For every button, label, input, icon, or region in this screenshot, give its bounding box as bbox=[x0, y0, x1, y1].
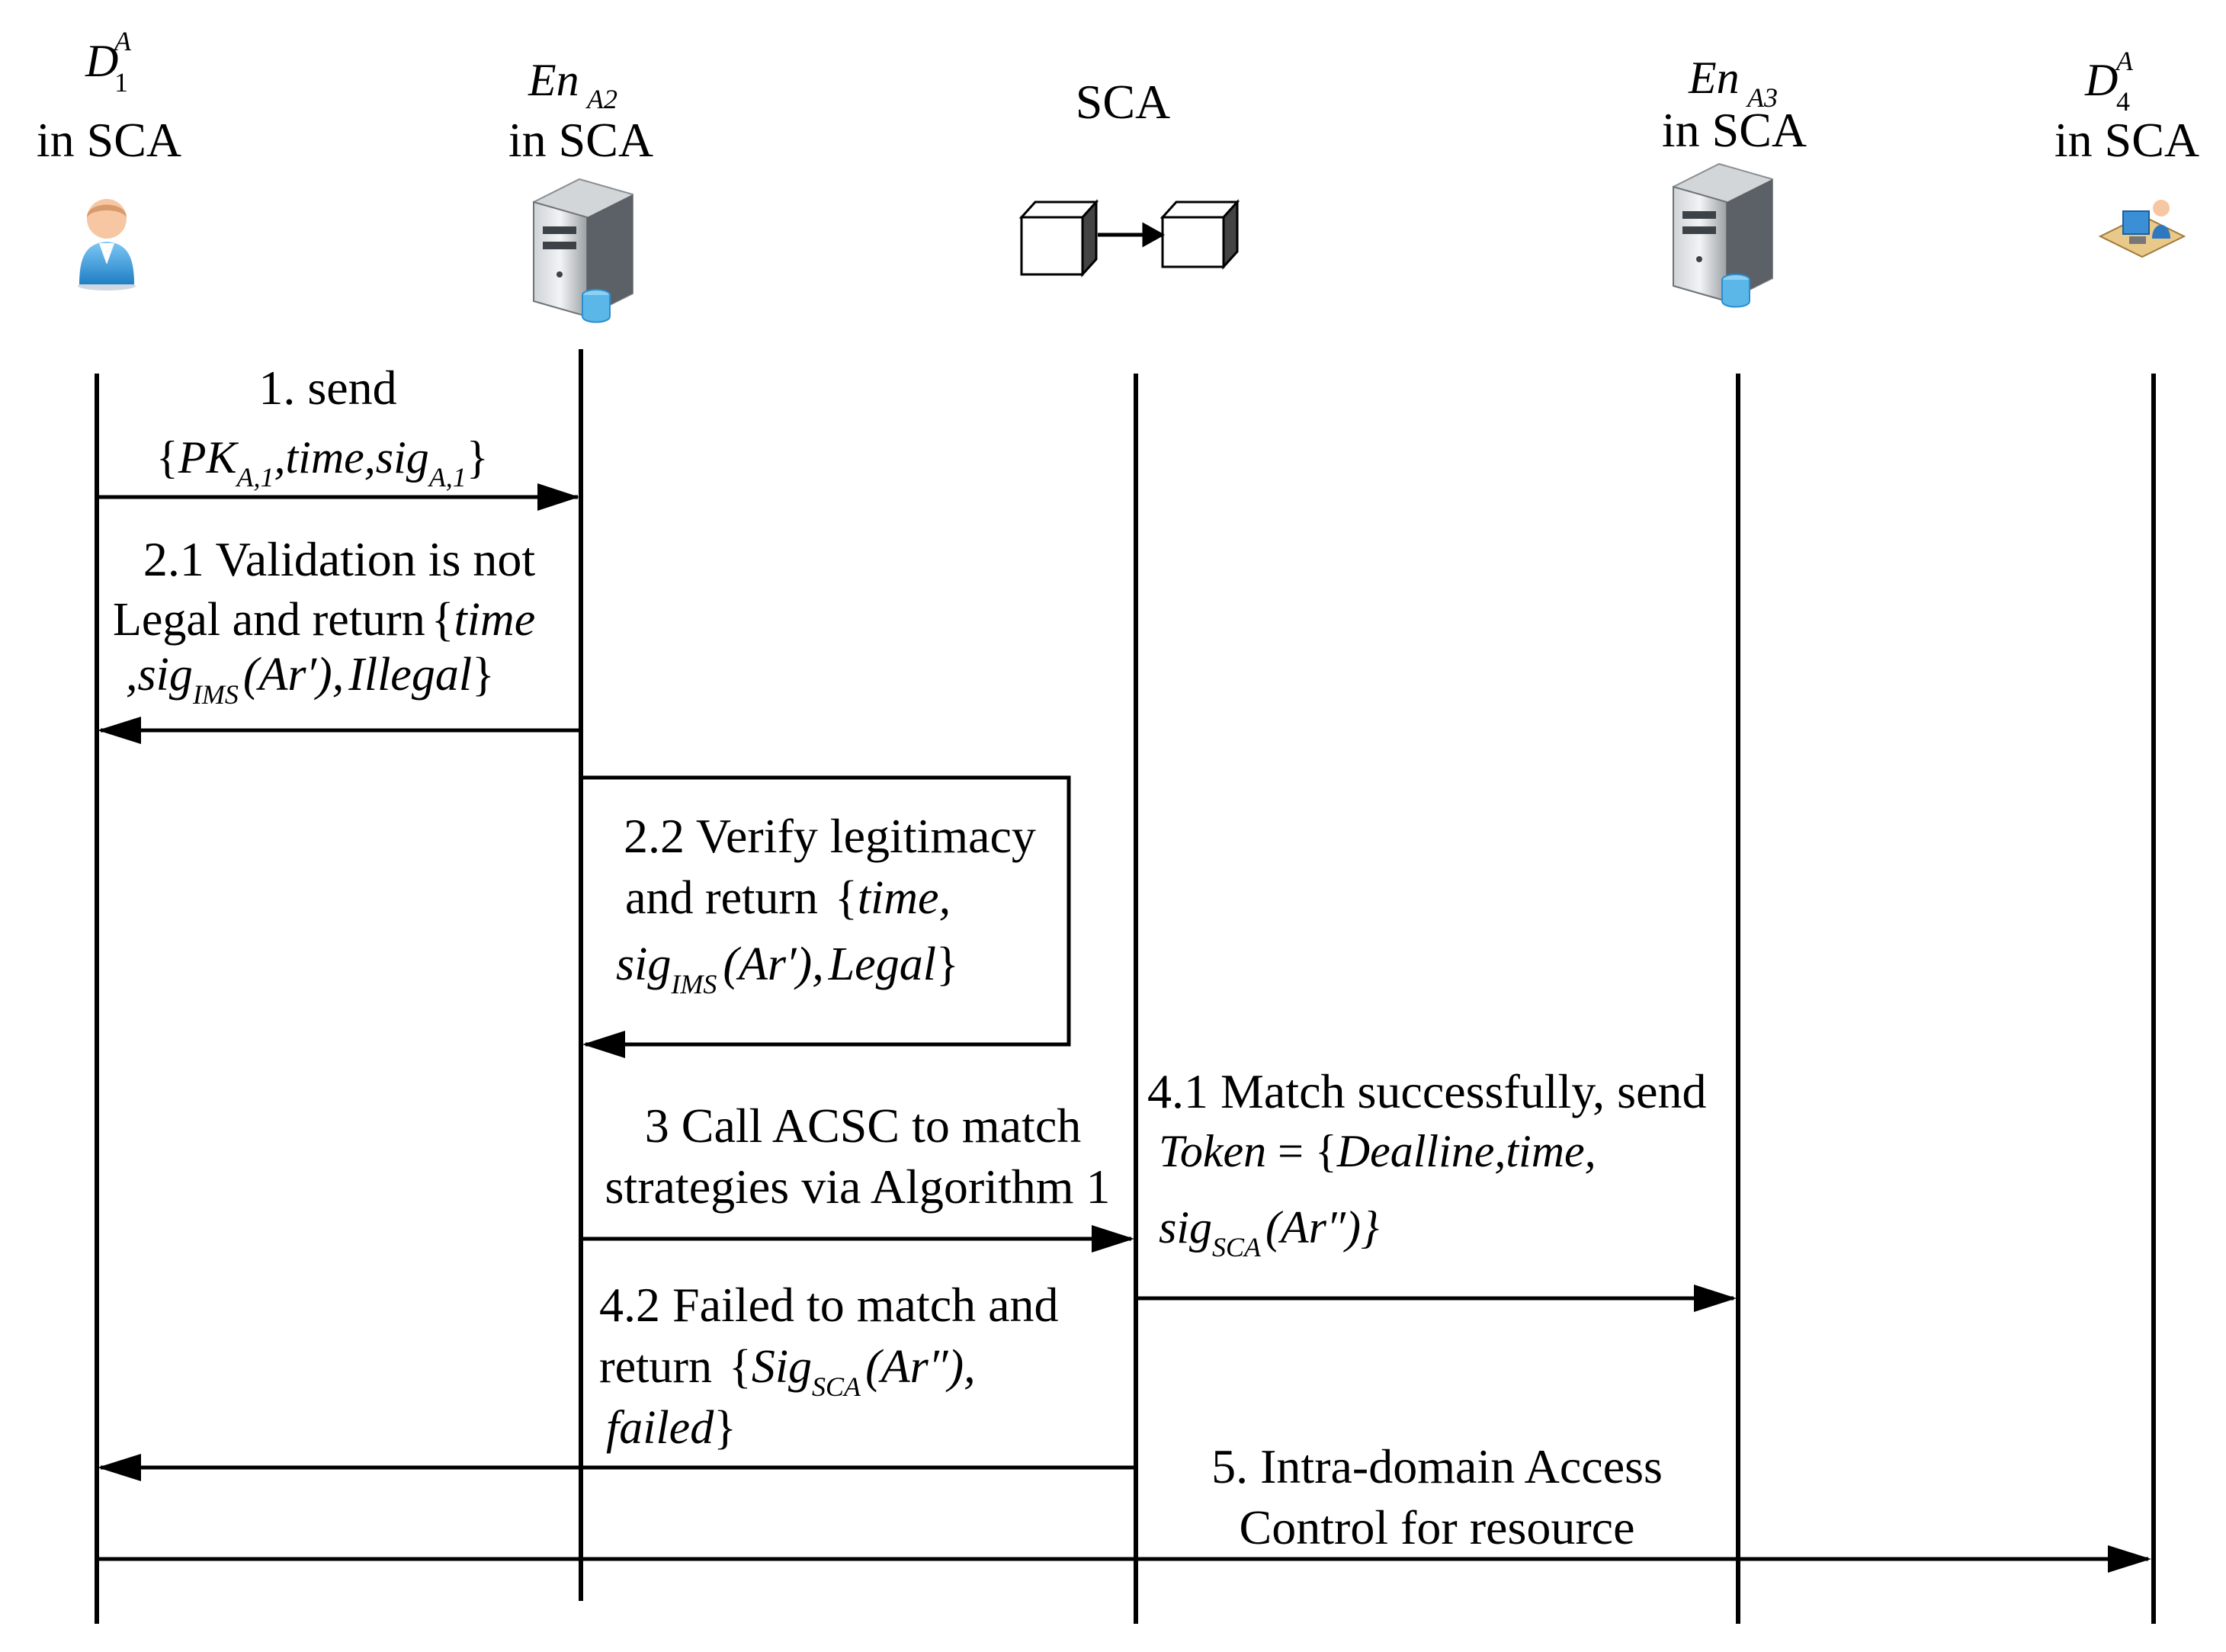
svg-text:D: D bbox=[2084, 55, 2118, 105]
message-2-1-close: } bbox=[472, 649, 495, 701]
svg-text:{PKA,1,time,sigA,1}: {PKA,1,time,sigA,1} bbox=[156, 432, 489, 492]
message-4-2-close: } bbox=[714, 1402, 736, 1454]
message-4-1-mid: (Ar″)} bbox=[1265, 1202, 1379, 1253]
message-1: 1. send {PKA,1,time,sigA,1} bbox=[97, 361, 579, 511]
participant-d4-role: in SCA bbox=[2054, 113, 2199, 167]
message-1-arrowhead bbox=[537, 483, 579, 511]
participant-en3-name: En bbox=[1688, 53, 1740, 103]
participant-en2-role: in SCA bbox=[508, 113, 653, 167]
svg-text:Legal and return{time: Legal and return{time bbox=[113, 594, 535, 646]
participant-d1: D A 1 in SCA bbox=[37, 26, 181, 167]
participant-d4-sub: 4 bbox=[2116, 86, 2130, 117]
blockchain-icon bbox=[1018, 199, 1240, 277]
message-4-1: 4.1 Match successfully, send Token = {De… bbox=[1136, 1064, 1737, 1312]
participant-en2: En A2 in SCA bbox=[508, 55, 653, 167]
message-4-2-arrowhead bbox=[98, 1454, 141, 1481]
svg-text:and return{time,: and return {time, bbox=[625, 872, 951, 924]
message-5-line2: Control for resource bbox=[1240, 1500, 1635, 1554]
svg-text:failed}: failed} bbox=[606, 1402, 736, 1454]
participant-d4: D A 4 in SCA bbox=[2054, 46, 2199, 167]
message-4-2-plain: return bbox=[599, 1341, 712, 1393]
message-2-1: 2.1 Validation is not Legal and return{t… bbox=[98, 532, 581, 744]
message-1-pk: PK bbox=[178, 432, 239, 483]
message-4-1-eq: = { bbox=[1266, 1126, 1337, 1176]
message-4-1-sig: sig bbox=[1159, 1202, 1212, 1253]
svg-text:return{SigSCA(Ar″),: return {SigSCA(Ar″), bbox=[599, 1341, 976, 1402]
message-4-1-rest: Dealline,time, bbox=[1336, 1126, 1596, 1176]
participant-en2-sub: A2 bbox=[585, 84, 617, 114]
svg-text:sigSCA(Ar″)}: sigSCA(Ar″)} bbox=[1159, 1202, 1379, 1262]
message-2-2-plain: and return bbox=[625, 872, 818, 924]
message-4-1-token: Token bbox=[1159, 1126, 1266, 1176]
message-2-1-line1: 2.1 Validation is not bbox=[143, 532, 536, 586]
message-4-2-sig: Sig bbox=[752, 1341, 812, 1393]
message-4-2-mid: (Ar″), bbox=[865, 1341, 976, 1393]
svg-text:En: En bbox=[1688, 53, 1740, 103]
message-5: 5. Intra-domain Access Control for resou… bbox=[97, 1439, 2151, 1573]
participant-d1-role: in SCA bbox=[37, 113, 181, 167]
svg-text:D: D bbox=[85, 36, 118, 86]
svg-text:sigIMS(Ar′),Legal}: sigIMS(Ar′),Legal} bbox=[616, 938, 959, 999]
message-1-close: } bbox=[467, 432, 489, 483]
message-2-2-line1: 2.2 Verify legitimacy bbox=[624, 809, 1036, 863]
message-4-2-sub: SCA bbox=[812, 1371, 861, 1402]
message-2-2-legal: Legal bbox=[828, 938, 936, 990]
message-2-2-close: } bbox=[936, 938, 959, 990]
message-2-2-sig: sig bbox=[616, 938, 671, 990]
message-1-open: { bbox=[156, 432, 178, 483]
message-1-pk-sub: A,1 bbox=[235, 462, 274, 492]
message-4-1-arrowhead bbox=[1694, 1285, 1737, 1312]
svg-text:En: En bbox=[528, 55, 579, 105]
user-icon bbox=[78, 199, 136, 290]
message-2-1-mid: (Ar′), bbox=[243, 649, 344, 701]
message-5-line1: 5. Intra-domain Access bbox=[1211, 1439, 1663, 1493]
message-2-1-arrowhead bbox=[98, 717, 141, 744]
server-icon bbox=[1673, 162, 1773, 308]
participant-sca: SCA bbox=[1076, 75, 1171, 129]
message-1-mid: ,time,sig bbox=[274, 432, 428, 483]
participant-d1-name: D bbox=[85, 36, 118, 86]
participant-en3-sub: A3 bbox=[1746, 82, 1778, 113]
message-2-2-arrowhead bbox=[582, 1031, 625, 1058]
participant-d1-sub: 1 bbox=[114, 67, 128, 98]
message-2-2-brace: { bbox=[835, 872, 858, 924]
message-4-2-line1: 4.2 Failed to match and bbox=[599, 1278, 1059, 1332]
message-3-line1: 3 Call ACSC to match bbox=[645, 1099, 1081, 1153]
message-3: 3 Call ACSC to match strategies via Algo… bbox=[581, 1099, 1134, 1253]
message-3-line2: strategies via Algorithm 1 bbox=[605, 1160, 1111, 1214]
message-2-1-plain: Legal and return bbox=[113, 594, 425, 646]
message-2-2: 2.2 Verify legitimacy and return {time, s… bbox=[581, 775, 1071, 1058]
message-4-1-line1: 4.1 Match successfully, send bbox=[1147, 1064, 1706, 1118]
message-4-2: 4.2 Failed to match and return {SigSCA(Ar… bbox=[98, 1278, 1136, 1481]
participant-en3: En A3 in SCA bbox=[1662, 53, 1807, 157]
participant-d4-sup: A bbox=[2115, 46, 2134, 76]
participant-d1-sup: A bbox=[113, 26, 132, 56]
message-2-1-sub: IMS bbox=[192, 679, 239, 710]
svg-text:Token = {Dealline,time,: Token = {Dealline,time, bbox=[1159, 1126, 1596, 1176]
message-2-1-brace: { bbox=[431, 594, 454, 646]
message-1-sig-sub: A,1 bbox=[428, 462, 467, 492]
message-5-arrowhead bbox=[2108, 1545, 2151, 1573]
message-2-1-illegal: Illegal bbox=[348, 649, 472, 701]
participant-d4-name: D bbox=[2084, 55, 2118, 105]
lifelines bbox=[95, 349, 2156, 1624]
message-2-2-mid: (Ar′), bbox=[723, 938, 823, 990]
svg-text:,sigIMS(Ar′),Illegal}: ,sigIMS(Ar′),Illegal} bbox=[126, 649, 495, 710]
message-2-2-sub: IMS bbox=[670, 969, 717, 999]
participant-en3-role: in SCA bbox=[1662, 103, 1807, 157]
message-2-1-time: time bbox=[454, 594, 535, 646]
message-2-1-sig: ,sig bbox=[126, 649, 193, 701]
message-2-2-time: time, bbox=[858, 872, 951, 924]
message-4-2-brace: { bbox=[729, 1341, 752, 1393]
workstation-icon bbox=[2098, 200, 2186, 258]
server-icon bbox=[533, 178, 633, 323]
message-2-2-loop bbox=[581, 775, 1071, 1047]
participant-sca-name: SCA bbox=[1076, 75, 1171, 129]
message-4-2-failed: failed bbox=[606, 1402, 714, 1454]
message-3-arrowhead bbox=[1092, 1225, 1134, 1253]
message-1-line1: 1. send bbox=[258, 361, 396, 415]
participant-en2-name: En bbox=[528, 55, 579, 105]
message-4-1-sub: SCA bbox=[1212, 1232, 1262, 1262]
